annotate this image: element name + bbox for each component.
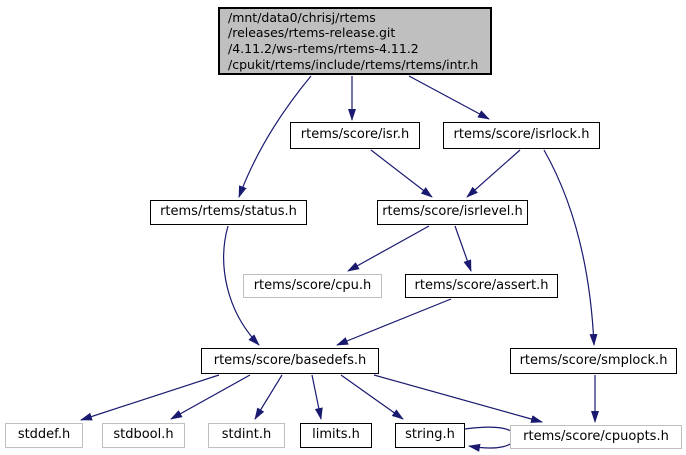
edge-intr-status xyxy=(238,75,312,198)
edge-isrlevel-assert xyxy=(454,225,472,272)
node-isrlock-h[interactable]: rtems/score/isrlock.h xyxy=(443,122,600,149)
node-assert-h[interactable]: rtems/score/assert.h xyxy=(405,274,558,298)
edge-isr-isrlevel xyxy=(370,149,433,198)
node-isr-h[interactable]: rtems/score/isr.h xyxy=(290,122,420,149)
edge-basedefs-stdbool xyxy=(170,374,251,420)
node-string-h[interactable]: string.h xyxy=(395,423,465,448)
edge-basedefs-stddef xyxy=(80,374,220,421)
edge-assert-basedefs xyxy=(336,298,452,346)
edge-isrlevel-cpu xyxy=(347,225,430,272)
node-smplock-h[interactable]: rtems/score/smplock.h xyxy=(510,348,677,374)
edge-intr-isrlock xyxy=(408,75,490,120)
node-limits-h[interactable]: limits.h xyxy=(300,423,372,448)
edge-basedefs-limits xyxy=(311,374,323,420)
edge-basedefs-stdint xyxy=(254,374,283,420)
edge-basedefs-string xyxy=(340,374,404,420)
node-cpuopts-h: rtems/score/cpuopts.h xyxy=(510,425,682,449)
edge-isrlock-smplock xyxy=(543,149,598,346)
node-stdint-h: stdint.h xyxy=(208,423,285,448)
edge-basedefs-cpuopts xyxy=(373,374,543,423)
node-isrlevel-h[interactable]: rtems/score/isrlevel.h xyxy=(377,200,528,225)
node-stddef-h: stddef.h xyxy=(5,423,83,448)
edge-status-basedefs xyxy=(223,225,260,346)
node-cpu-h: rtems/score/cpu.h xyxy=(243,274,382,298)
edge-isrlock-isrlevel xyxy=(466,149,521,198)
node-status-h[interactable]: rtems/rtems/status.h xyxy=(150,200,307,225)
node-stdbool-h: stdbool.h xyxy=(102,423,185,448)
edge-string-selfloop xyxy=(464,426,516,452)
node-basedefs-h[interactable]: rtems/score/basedefs.h xyxy=(201,348,379,374)
node-intr-h: /mnt/data0/chrisj/rtems /releases/rtems-… xyxy=(218,7,492,75)
